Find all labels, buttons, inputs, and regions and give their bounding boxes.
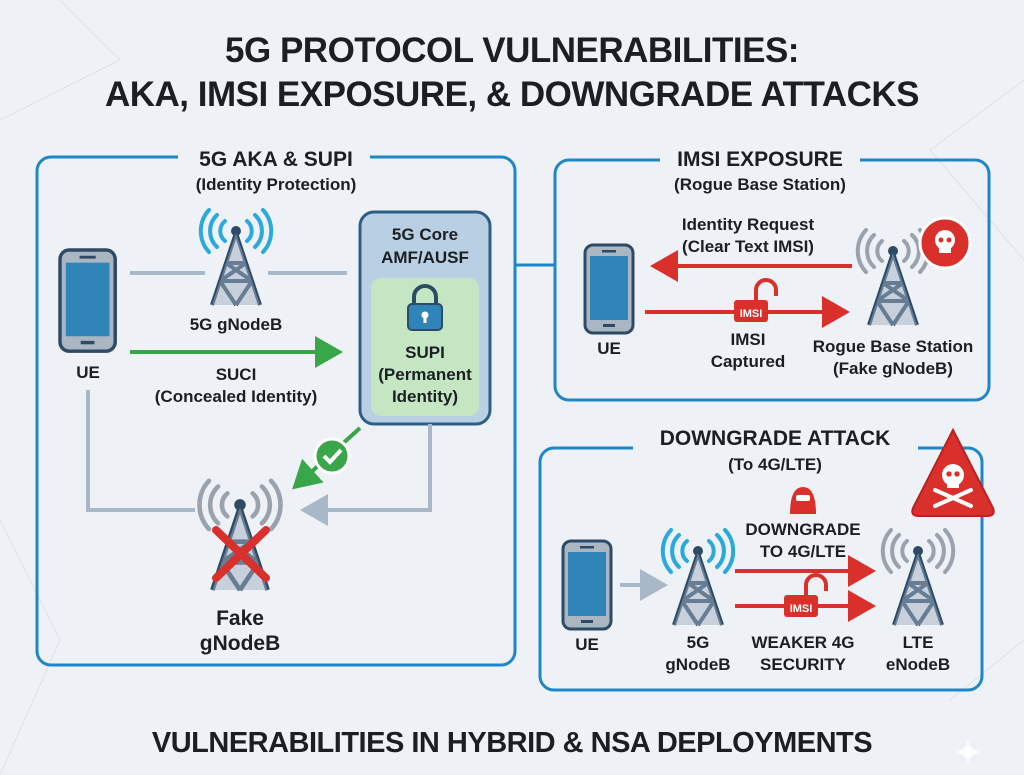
ue-label: UE [597, 339, 621, 358]
title-line-2: AKA, IMSI EXPOSURE, & DOWNGRADE ATTACKS [105, 75, 919, 114]
supi-sublabel-2: Identity) [392, 387, 458, 406]
suci-label: SUCI [216, 365, 257, 384]
imsi-captured-sublabel: Captured [711, 352, 786, 371]
core-label: 5G Core [392, 225, 458, 244]
downgrade-panel: DOWNGRADE ATTACK (To 4G/LTE) UE 5G gNode… [538, 427, 995, 692]
supi-box [371, 278, 479, 416]
imsi-panel: IMSI EXPOSURE (Rogue Base Station) UE Id… [553, 148, 991, 402]
ue-phone-icon [583, 243, 635, 335]
skull-icon [918, 216, 972, 270]
supi-label: SUPI [405, 343, 445, 362]
sparkle-icon [956, 740, 980, 764]
downgrade-sublabel: TO 4G/LTE [760, 542, 846, 561]
padlock-icon [407, 284, 443, 331]
check-icon [313, 437, 351, 475]
title-line-1: 5G PROTOCOL VULNERABILITIES: [225, 31, 799, 70]
imsi-panel-title: IMSI EXPOSURE [677, 148, 843, 171]
ue-label: UE [76, 363, 100, 382]
lte-sublabel: eNodeB [886, 655, 950, 674]
suci-sublabel: (Concealed Identity) [155, 387, 317, 406]
weaker-label: WEAKER 4G [752, 633, 855, 652]
warning-skull-icon [911, 427, 995, 517]
aka-panel: 5G AKA & SUPI (Identity Protection) UE 5… [35, 145, 517, 667]
ue-fake-link [86, 390, 195, 512]
imsi-captured-label: IMSI [731, 330, 766, 349]
ue-phone-icon [58, 248, 117, 353]
downgrade-panel-subtitle: (To 4G/LTE) [728, 455, 822, 474]
imsi-badge: IMSI [740, 308, 763, 320]
weaker-sublabel: SECURITY [760, 655, 847, 674]
lte-tower-icon [880, 528, 956, 627]
identity-request-label: Identity Request [682, 215, 815, 234]
5g-gnodeb-tower-icon [660, 528, 736, 627]
5g-gnodeb-sublabel: gNodeB [665, 655, 730, 674]
x-mark-icon [212, 526, 270, 582]
imsi-badge: IMSI [790, 603, 813, 615]
footer-caption: VULNERABILITIES IN HYBRID & NSA DEPLOYME… [152, 727, 872, 759]
downgrade-panel-title: DOWNGRADE ATTACK [660, 427, 891, 450]
rogue-station-label: Rogue Base Station [813, 337, 974, 356]
supi-sublabel-1: (Permanent [378, 365, 472, 384]
5g-gnodeb-label: 5G [687, 633, 710, 652]
core-fake-arrow [300, 424, 432, 526]
fake-gnodeb-sublabel: gNodeB [200, 632, 281, 655]
downgrade-label: DOWNGRADE [745, 520, 860, 539]
ue-label: UE [575, 635, 599, 654]
hacker-icon [790, 487, 816, 514]
ue-phone-icon [561, 539, 613, 631]
identity-request-sublabel: (Clear Text IMSI) [682, 237, 814, 256]
rogue-tower-icon [855, 228, 931, 327]
fake-gnodeb-tower-icon [200, 481, 281, 590]
core-sublabel: AMF/AUSF [381, 248, 469, 267]
lte-label: LTE [903, 633, 934, 652]
imsi-panel-subtitle: (Rogue Base Station) [674, 175, 846, 194]
fake-gnodeb-label: Fake [216, 607, 264, 630]
aka-panel-subtitle: (Identity Protection) [196, 175, 357, 194]
gnodeb-tower-icon [198, 208, 274, 307]
aka-panel-title: 5G AKA & SUPI [199, 148, 353, 171]
rogue-station-sublabel: (Fake gNodeB) [833, 359, 953, 378]
gnodeb-label: 5G gNodeB [190, 315, 283, 334]
